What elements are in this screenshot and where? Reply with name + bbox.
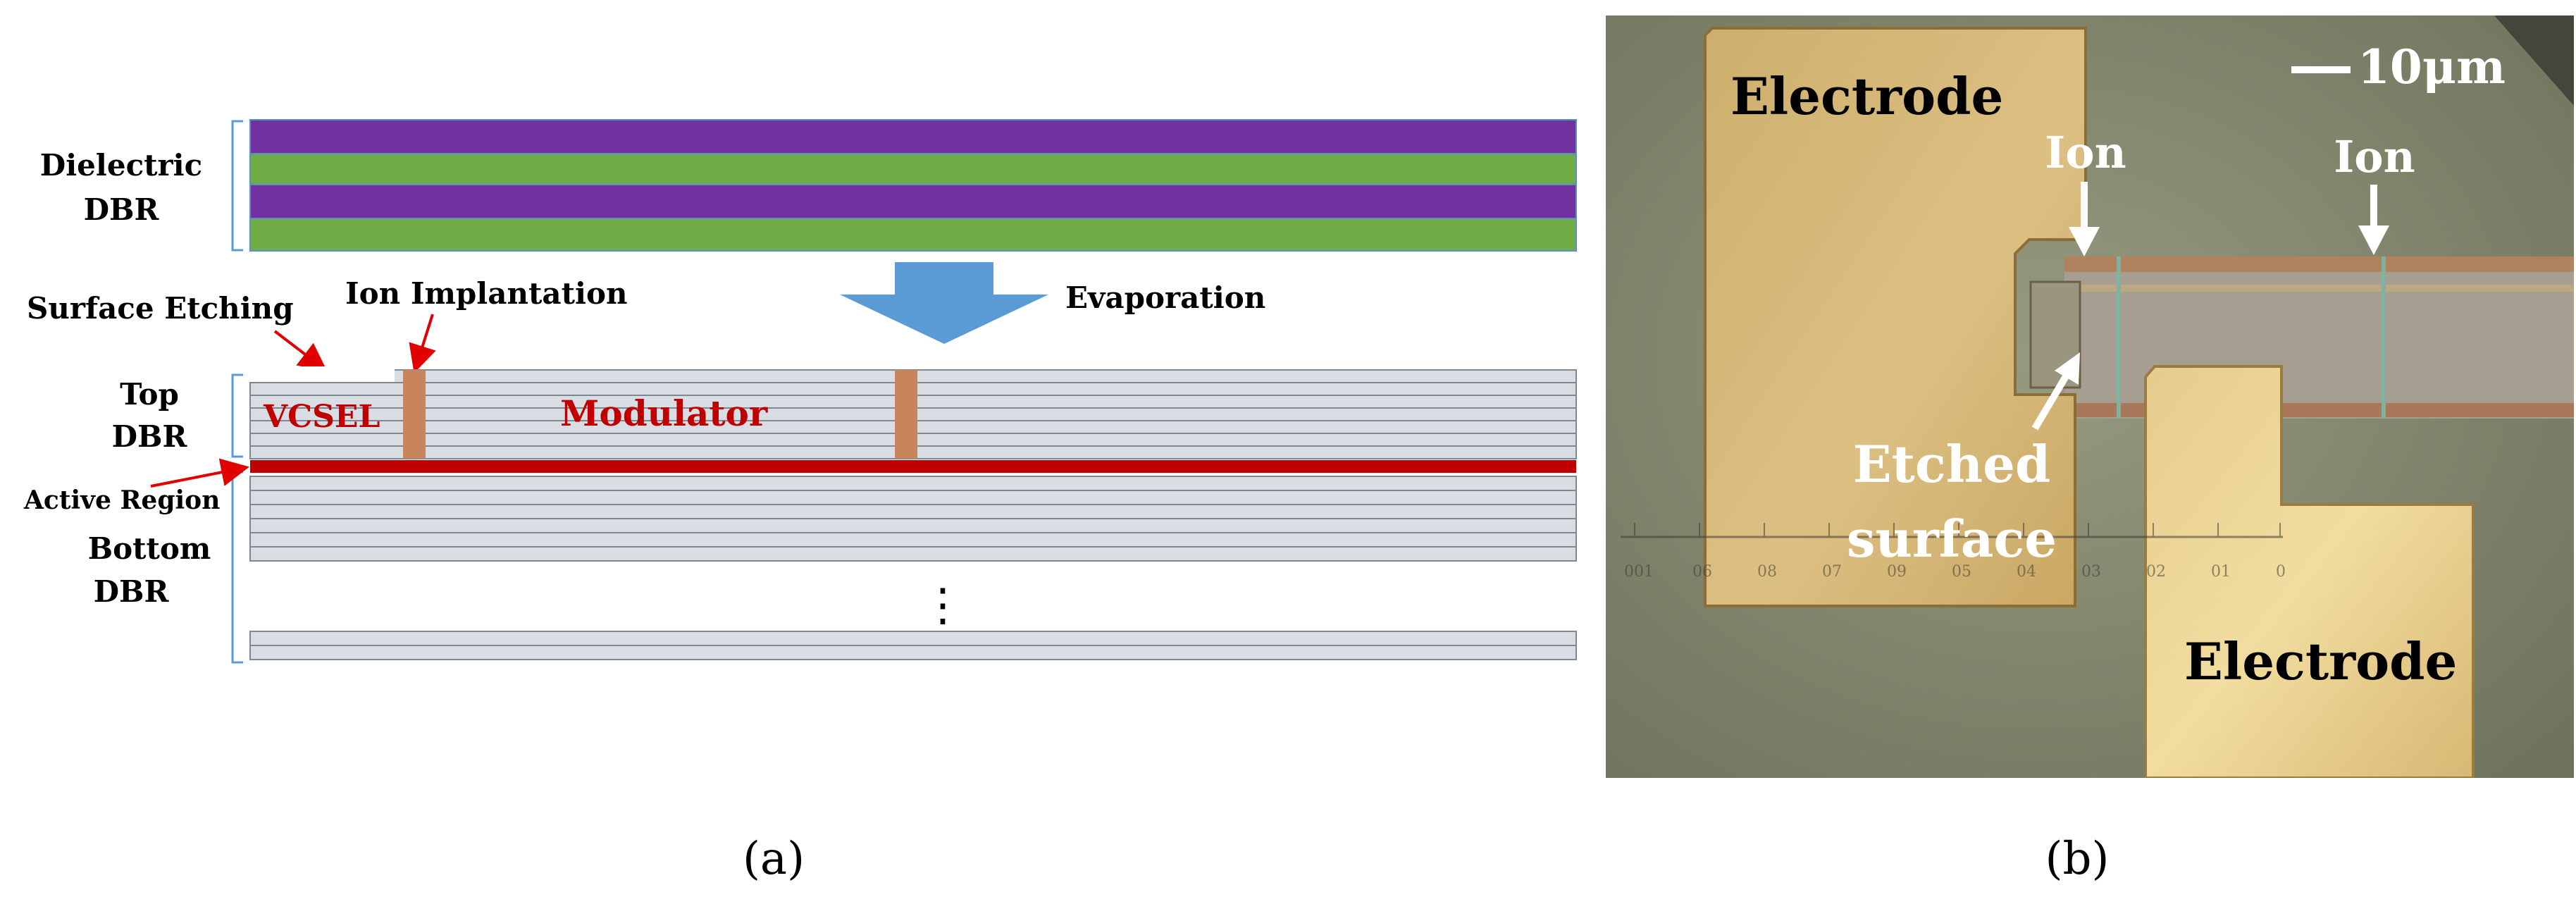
bottom-dbr-layer: [249, 546, 1577, 562]
panel-a-caption: (a): [743, 833, 805, 885]
ion-implantation-arrow: [409, 314, 436, 373]
dielectric-layer-purple-2: [249, 184, 1577, 219]
scale-bar-label: 10μm: [2358, 39, 2506, 94]
ion-arrow-right: [2358, 185, 2389, 255]
active-region-arrow: [150, 458, 249, 488]
ruler-number: 001: [1624, 563, 1654, 581]
electrode-top: [1704, 27, 2087, 607]
ruler-number: 04: [2017, 563, 2036, 581]
ruler-number: 0: [2276, 563, 2286, 581]
bottom-dbr-layer-last: [249, 631, 1577, 646]
active-region-label: Active Region: [23, 486, 220, 515]
ruler-number: 03: [2081, 563, 2101, 581]
electrode-top-label: Electrode: [1730, 66, 2003, 126]
etched-surface-label-line1: Etched: [1853, 434, 2050, 494]
bottom-dbr-ellipsis: ⋮: [920, 579, 965, 631]
vcsel-label: VCSEL: [263, 399, 380, 435]
bottom-dbr-layer-last: [249, 645, 1577, 660]
ruler-number: 01: [2211, 563, 2231, 581]
active-region-layer: [250, 460, 1576, 473]
bottom-dbr-label-line2: DBR: [94, 574, 170, 609]
ion-stripe-left: [2117, 256, 2121, 419]
scale-ruler: 001 06 08 07 09 05 04 03 02 01 0: [1621, 523, 2286, 581]
ruler-number: 02: [2146, 563, 2166, 581]
electrode-bottom-label: Electrode: [2184, 631, 2457, 691]
ion-arrow-left: [2069, 182, 2100, 256]
etched-surface-label-line2: surface: [1847, 509, 2057, 569]
scale-bar: [2291, 66, 2351, 73]
ruler-number: 05: [1952, 563, 1971, 581]
top-dbr-label-line1: Top: [120, 377, 179, 412]
bottom-dbr-layer: [249, 504, 1577, 519]
evaporation-label: Evaporation: [1065, 280, 1265, 315]
ion-implant-right: [895, 370, 917, 459]
panel-b-caption: (b): [2045, 833, 2110, 885]
ruler-number: 08: [1757, 563, 1777, 581]
ruler-number: 07: [1822, 563, 1842, 581]
bottom-dbr-stack: [249, 476, 1577, 660]
etched-surface-arrow: [2031, 367, 2074, 431]
dielectric-dbr-label-line1: Dielectric: [40, 148, 202, 183]
top-dbr-bracket: [231, 373, 243, 458]
etched-surface-arrowhead: [2055, 352, 2080, 385]
bottom-dbr-layer: [249, 476, 1577, 491]
dielectric-layer-green-2: [249, 218, 1577, 252]
ruler-number: 09: [1887, 563, 1907, 581]
ion-stripe-right: [2382, 256, 2386, 419]
top-dbr-label-line2: DBR: [112, 419, 188, 454]
dielectric-bracket: [231, 120, 243, 252]
bottom-dbr-bracket: [231, 471, 243, 664]
waveguide-upper-line: [2064, 285, 2574, 292]
surface-etching-label: Surface Etching: [27, 291, 294, 326]
ion-label-right: Ion: [2334, 131, 2415, 183]
bottom-dbr-layer: [249, 490, 1577, 505]
ion-implant-left: [403, 370, 426, 459]
dielectric-dbr-stack: [249, 119, 1577, 252]
ion-label-left: Ion: [2045, 127, 2126, 178]
electrode-bottom: [2144, 365, 2475, 778]
panel-a: Dielectric DBR Evaporation Surface Etchi…: [23, 119, 1577, 885]
evaporation-arrow: [840, 262, 1048, 344]
etched-region: [248, 366, 395, 382]
bottom-dbr-label-line1: Bottom: [88, 531, 211, 566]
waveguide-bottom-edge: [2064, 403, 2574, 417]
panel-b: 001 06 08 07 09 05 04 03 02 01 0 Electro…: [1606, 16, 2574, 885]
bottom-dbr-layer: [249, 532, 1577, 548]
waveguide-top-edge: [2064, 256, 2574, 272]
top-dbr-stack: [248, 366, 1577, 459]
modulator-label: Modulator: [560, 392, 768, 434]
surface-etching-arrow: [273, 330, 328, 371]
dielectric-layer-green-1: [249, 153, 1577, 185]
ruler-number: 06: [1692, 563, 1712, 581]
dielectric-layer-purple-1: [249, 119, 1577, 154]
bottom-dbr-layer: [249, 518, 1577, 533]
image-dark-corner: [2494, 16, 2574, 106]
dielectric-dbr-label-line2: DBR: [84, 192, 160, 227]
ion-implantation-label: Ion Implantation: [345, 276, 628, 311]
